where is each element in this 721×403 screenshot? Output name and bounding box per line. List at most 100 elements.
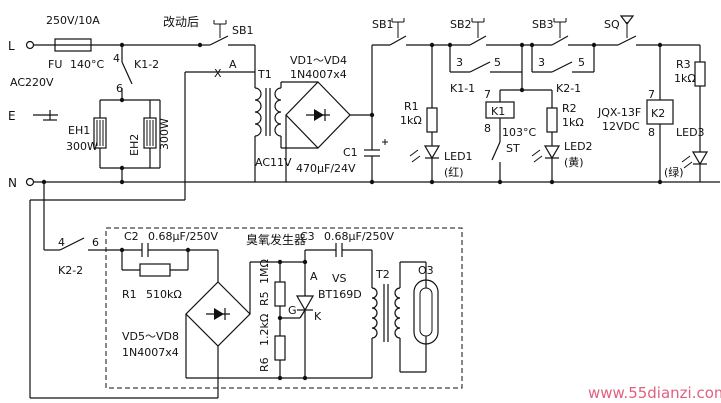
r1b-value: 510kΩ (146, 288, 182, 301)
r1-led1-branch (409, 45, 441, 185)
ozone-tube-o3 (413, 262, 439, 372)
k1-1-label: K1-1 (450, 82, 475, 95)
r2-value: 1kΩ (562, 116, 584, 129)
k1-node8: 8 (484, 122, 491, 135)
wire-to-transformer (29, 71, 255, 399)
r6-value: 1.2kΩ (258, 314, 271, 346)
k2-1-node5: 5 (578, 56, 585, 69)
sq-label: SQ (604, 18, 620, 31)
r3-led3-branch (681, 45, 709, 182)
st-temp: 103°C (502, 126, 536, 139)
k1-node7: 7 (484, 88, 491, 101)
r5-label: R5 (258, 291, 271, 306)
terminal-e: E (8, 109, 16, 123)
capacitor-c1 (364, 45, 388, 185)
k2-2-contact (41, 179, 122, 251)
sb1-top-switch (197, 20, 256, 72)
r1-value: 1kΩ (400, 114, 422, 127)
c2-r1-parallel (119, 243, 219, 282)
k2-2-node6: 6 (92, 236, 99, 249)
k2-2-node4: 4 (58, 236, 65, 249)
led2-color: (黄) (564, 155, 584, 169)
k1-2-contact (100, 42, 160, 103)
transformer-t2 (305, 261, 426, 379)
top-control-rail (372, 15, 700, 48)
sb1-label: SB1 (372, 18, 394, 31)
terminal-n: N (8, 176, 17, 190)
k1-label: K1 (491, 105, 505, 118)
x-mark: X (214, 67, 222, 80)
c3-label: C3 (300, 230, 315, 243)
r5-r6-divider (274, 259, 300, 381)
k1-2-label: K1-2 (134, 58, 159, 71)
r3-value: 1kΩ (674, 72, 696, 85)
thyristor-vs (295, 259, 315, 381)
eh1-label: EH1 (68, 124, 90, 137)
sb3-label: SB3 (532, 18, 554, 31)
fuse-temp: 140°C (70, 58, 104, 71)
t1-label: T1 (257, 68, 272, 81)
led1-color: (红) (444, 166, 464, 179)
vd5-8-part: 1N4007x4 (122, 346, 179, 359)
c2-label: C2 (124, 230, 139, 243)
c1-label: C1 (343, 146, 358, 159)
sb2-label: SB2 (450, 18, 472, 31)
r2-led2-branch (531, 90, 561, 185)
r2-label: R2 (562, 102, 577, 115)
modified-label: 改动后 (163, 15, 199, 29)
vd-range: VD1～VD4 (290, 54, 347, 67)
c2-value: 0.68μF/250V (148, 230, 219, 243)
vs-label: VS (332, 272, 347, 285)
mains-input (25, 38, 720, 187)
led3-label: LED3 (676, 126, 705, 139)
k2-node8: 8 (648, 126, 655, 139)
vs-anode: A (310, 270, 318, 283)
heater-eh2 (119, 100, 161, 185)
bridge-vd1-vd4 (285, 81, 372, 182)
ac-label: AC220V (10, 76, 54, 89)
r5-value: 1MΩ (258, 259, 271, 284)
fuse-rating: 250V/10A (46, 14, 100, 27)
vs-gate: G (288, 304, 297, 317)
jqx-label: JQX-13F (597, 106, 641, 119)
jqx-voltage: 12VDC (602, 120, 640, 133)
watermark: www.55dianzi.com (588, 384, 721, 402)
r3-label: R3 (676, 58, 691, 71)
r1b-label: R1 (122, 288, 137, 301)
k2-node7: 7 (648, 88, 655, 101)
relay-k2 (646, 45, 674, 185)
ozone-label: 臭氧发生器 (246, 232, 306, 247)
eh2-power: 300W (158, 118, 171, 150)
k1-1-node5: 5 (494, 56, 501, 69)
st-label: ST (506, 142, 520, 155)
transformer-t1 (254, 72, 318, 182)
vd-part: 1N4007x4 (290, 68, 347, 81)
k2-2-label: K2-2 (58, 264, 83, 277)
k1-2-node6: 6 (116, 82, 123, 95)
led2-label: LED2 (564, 140, 593, 153)
t2-label: T2 (375, 268, 390, 281)
led1-label: LED1 (444, 150, 473, 163)
capacitor-c3 (304, 243, 373, 288)
k1-2-node4: 4 (113, 52, 120, 65)
vs-cathode: K (314, 310, 322, 323)
c3-value: 0.68μF/250V (324, 230, 395, 243)
sb1-top-label: SB1 (232, 24, 254, 37)
k1-1-contact (447, 42, 523, 90)
o3-label: O3 (418, 264, 434, 277)
k2-1-contact (529, 42, 595, 73)
eh1-power: 300W (66, 140, 98, 153)
k2-1-label: K2-1 (556, 82, 581, 95)
vd5-8-label: VD5～VD8 (122, 330, 179, 343)
bridge-vd5-vd8 (185, 261, 305, 379)
k2-1-node3: 3 (538, 56, 545, 69)
c1-value: 470μF/24V (296, 162, 356, 175)
a-mark: A (229, 58, 237, 71)
terminal-l: L (8, 39, 15, 53)
fuse-name: FU (48, 58, 62, 71)
vs-part: BT169D (318, 288, 362, 301)
relay-k1 (485, 87, 552, 185)
eh2-label: EH2 (128, 134, 141, 156)
k1-1-node3: 3 (456, 56, 463, 69)
